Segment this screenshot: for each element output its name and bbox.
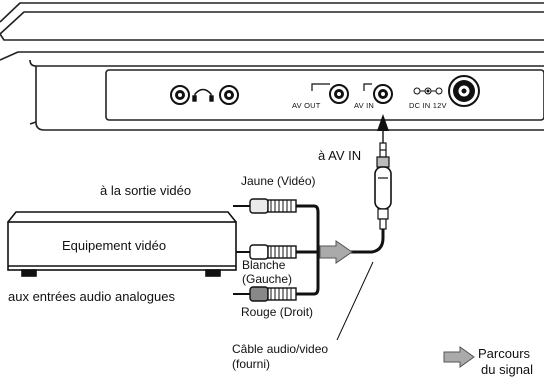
cable-leader-line: [336, 261, 374, 341]
cable-label-2: (fourni): [232, 357, 271, 371]
label-to-video-out: à la sortie vidéo: [100, 183, 192, 198]
video-equipment-box: [7, 211, 237, 277]
av-out-label: AV OUT: [292, 101, 321, 110]
rca-plug-yellow: [233, 198, 297, 214]
rca-plug-red: [233, 286, 297, 302]
label-to-audio-inputs: aux entrées audio analogues: [8, 289, 175, 304]
av-out-jack: [311, 83, 349, 104]
headphone-jack-2: [219, 85, 239, 105]
dc-in-label: DC IN 12V: [409, 101, 447, 110]
label-white-left-2: (Gauche): [242, 272, 293, 286]
equipment-label: Equipement vidéo: [62, 238, 167, 253]
rca-plug-white: [233, 244, 297, 260]
mini-plug: [374, 142, 392, 230]
cable-label-1: Câble audio/video: [232, 342, 329, 356]
headphones-icon: [192, 88, 214, 102]
label-to-av-in: à AV IN: [318, 148, 362, 163]
legend-label-1: Parcours: [478, 346, 531, 361]
port-panel: [105, 69, 544, 121]
cable-yellow: [296, 204, 320, 252]
label-white-left-1: Blanche: [242, 258, 286, 272]
headphone-jack-1: [170, 85, 190, 105]
signal-flow-arrow: [319, 240, 353, 264]
dc-polarity-icon: [413, 87, 443, 95]
dc-in-jack: [448, 75, 480, 107]
label-yellow-video: Jaune (Vidéo): [241, 174, 316, 188]
av-in-label: AV IN: [354, 101, 375, 110]
signal-arrow-icon: [443, 346, 475, 368]
label-red-right: Rouge (Droit): [241, 305, 314, 319]
legend-label-2: du signal: [481, 362, 534, 377]
portable-player: [0, 2, 544, 131]
av-in-jack: [363, 83, 393, 104]
cable-red: [296, 252, 320, 296]
cable-main: [318, 229, 385, 254]
